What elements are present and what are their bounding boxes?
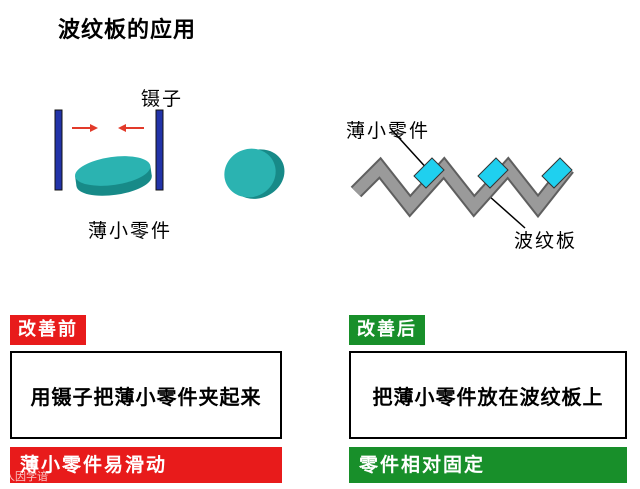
leader-line-part (389, 127, 431, 173)
thin-part-tilted-icon (75, 156, 152, 196)
tweezer-left-arm (54, 109, 63, 191)
before-badge: 改善前 (10, 315, 86, 345)
arrow-right-icon (72, 124, 98, 132)
tweezers-diagram (54, 109, 285, 199)
part-label-left: 薄小零件 (88, 220, 173, 242)
part-on-board-icon (413, 157, 573, 189)
before-problem: 薄小零件易滑动 (20, 454, 168, 476)
tweezers-label: 镊子 (141, 88, 184, 110)
arrow-left-icon (118, 124, 144, 132)
after-description-box: 把薄小零件放在波纹板上 (349, 351, 627, 439)
watermark: 人因学谙 (4, 470, 48, 483)
corrugated-board-diagram (350, 127, 574, 229)
after-result: 零件相对固定 (359, 454, 486, 476)
part-label-right: 薄小零件 (346, 120, 431, 142)
after-result-bar: 零件相对固定 (349, 447, 627, 483)
tweezer-right-arm (155, 109, 164, 191)
before-problem-bar: 薄小零件易滑动 (10, 447, 282, 483)
thin-part-upright-icon (224, 148, 285, 199)
after-badge: 改善后 (349, 315, 425, 345)
after-description: 把薄小零件放在波纹板上 (372, 384, 604, 409)
before-description-box: 用镊子把薄小零件夹起来 (10, 351, 282, 439)
board-label: 波纹板 (514, 230, 578, 252)
before-description: 用镊子把薄小零件夹起来 (30, 384, 262, 409)
page-title: 波纹板的应用 (58, 18, 197, 43)
